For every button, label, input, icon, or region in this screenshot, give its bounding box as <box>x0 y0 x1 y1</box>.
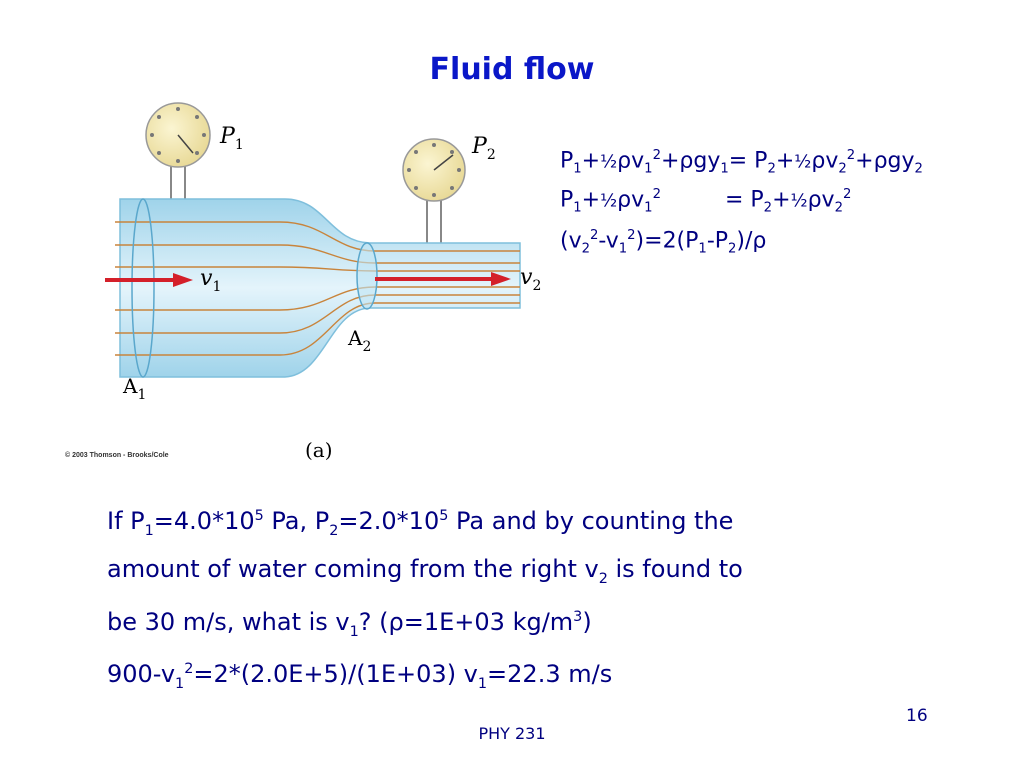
label-p2: P2 <box>471 134 496 163</box>
label-a2: A2 <box>347 326 371 355</box>
pipe-body <box>119 198 521 378</box>
pressure-gauge-p2 <box>402 138 466 202</box>
label-v2: v2 <box>520 265 541 294</box>
equation-line-3: (v22-v12)=2(P1-P2)/ρ <box>560 228 767 257</box>
pressure-gauge-p1 <box>145 102 211 168</box>
gauge-stem-p1 <box>170 165 186 199</box>
label-a1: A1 <box>122 374 146 403</box>
gauge-stem-p2 <box>426 200 442 243</box>
copyright-text: © 2003 Thomson - Brooks/Cole <box>65 451 169 459</box>
arrow-v2 <box>375 272 511 286</box>
label-p1: P1 <box>219 124 244 153</box>
cross-section-a2 <box>356 242 378 310</box>
problem-line-4: 900-v12=2*(2.0E+5)/(1E+03) v1=22.3 m/s <box>107 660 613 693</box>
problem-statement: If P1=4.0*105 Pa, P2=2.0*105 Pa and by c… <box>107 497 987 703</box>
problem-line-3: be 30 m/s, what is v1? (ρ=1E+03 kg/m3) <box>107 607 592 640</box>
arrow-v1 <box>105 273 193 287</box>
problem-line-1: If P1=4.0*105 Pa, P2=2.0*105 Pa and by c… <box>107 507 734 539</box>
cross-section-a1 <box>131 198 155 378</box>
equation-line-2: P1+½ρv12= P2+½ρv22 <box>560 187 852 216</box>
figure-caption: (a) <box>305 438 333 462</box>
footer-course: PHY 231 <box>478 724 546 743</box>
slide-number: 16 <box>906 706 928 726</box>
label-v1: v1 <box>200 266 221 295</box>
slide-title: Fluid flow <box>429 52 595 87</box>
problem-line-2: amount of water coming from the right v2… <box>107 554 743 587</box>
pipe-flow-figure: P1 P2 v1 v2 A2 A1 (a) © 2003 Thomson - B… <box>65 102 541 462</box>
equation-line-1: P1+½ρv12+ρgy1= P2+½ρv22+ρgy2 <box>560 148 923 177</box>
